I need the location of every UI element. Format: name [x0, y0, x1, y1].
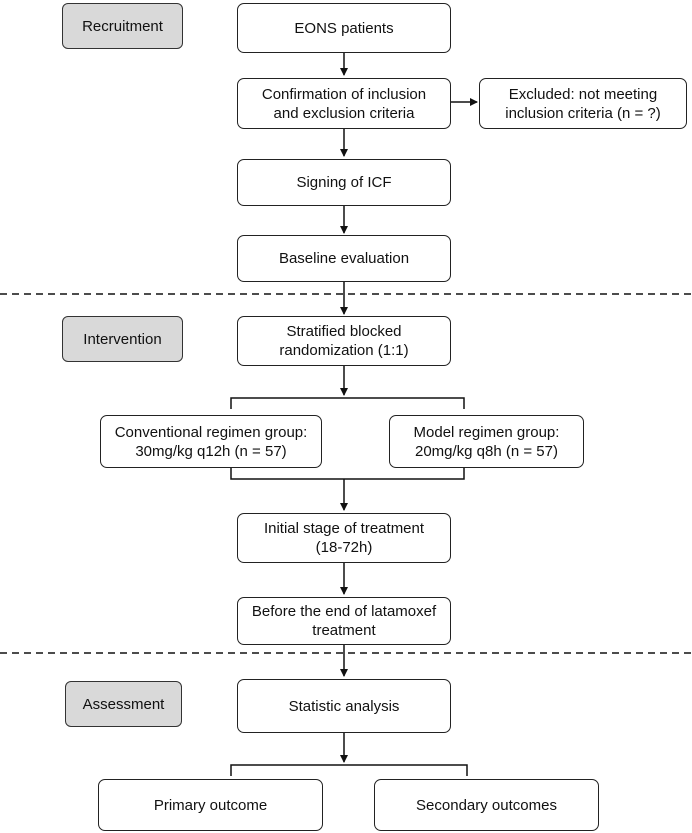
box-statistic-analysis-text: Statistic analysis: [288, 697, 400, 715]
box-randomization-line1: Stratified blocked: [286, 323, 402, 340]
box-randomization: Stratified blocked randomization (1:1): [237, 316, 451, 366]
stage-assessment-label: Assessment: [82, 695, 165, 713]
box-signing-icf: Signing of ICF: [237, 159, 451, 206]
stage-recruitment: Recruitment: [62, 3, 183, 49]
box-before-end-line1: Before the end of latamoxef: [251, 603, 437, 620]
box-initial-stage-line1: Initial stage of treatment: [263, 520, 425, 537]
box-initial-stage-line2: (18-72h): [315, 539, 373, 556]
box-before-end-line2: treatment: [312, 622, 376, 639]
box-primary-outcome: Primary outcome: [98, 779, 323, 831]
box-model-line1: Model regimen group:: [413, 423, 560, 441]
box-randomization-line2: randomization (1:1): [279, 342, 409, 359]
box-baseline-text: Baseline evaluation: [278, 250, 410, 267]
box-confirmation: Confirmation of inclusion and exclusion …: [237, 78, 451, 129]
box-secondary-outcomes: Secondary outcomes: [374, 779, 599, 831]
stage-intervention-label: Intervention: [83, 330, 162, 348]
box-conventional-group: Conventional regimen group: 30mg/kg q12h…: [100, 415, 322, 468]
box-signing-icf-text: Signing of ICF: [296, 174, 392, 191]
box-conventional-line2: 30mg/kg q12h (n = 57): [135, 442, 287, 460]
box-initial-stage: Initial stage of treatment (18-72h): [237, 513, 451, 563]
stage-assessment: Assessment: [65, 681, 182, 727]
box-eons-patients-text: EONS patients: [294, 19, 394, 37]
box-confirmation-line2: and exclusion criteria: [273, 104, 415, 122]
outcomes-bracket: [230, 764, 468, 776]
stage-recruitment-label: Recruitment: [82, 17, 163, 35]
box-statistic-analysis: Statistic analysis: [237, 679, 451, 733]
box-eons-patients: EONS patients: [237, 3, 451, 53]
box-conventional-line1: Conventional regimen group:: [114, 423, 308, 441]
group-bracket-top: [230, 397, 465, 409]
box-primary-outcome-text: Primary outcome: [153, 796, 268, 814]
group-bracket-bottom: [230, 468, 465, 480]
box-confirmation-line1: Confirmation of inclusion: [261, 85, 427, 103]
box-excluded: Excluded: not meeting inclusion criteria…: [479, 78, 687, 129]
box-model-group: Model regimen group: 20mg/kg q8h (n = 57…: [389, 415, 584, 468]
box-model-line2: 20mg/kg q8h (n = 57): [414, 442, 558, 460]
box-before-end: Before the end of latamoxef treatment: [237, 597, 451, 645]
box-baseline: Baseline evaluation: [237, 235, 451, 282]
stage-intervention: Intervention: [62, 316, 183, 362]
box-secondary-outcomes-text: Secondary outcomes: [416, 796, 557, 814]
box-excluded-line2: inclusion criteria (n = ?): [505, 104, 661, 122]
box-excluded-line1: Excluded: not meeting: [508, 85, 658, 103]
